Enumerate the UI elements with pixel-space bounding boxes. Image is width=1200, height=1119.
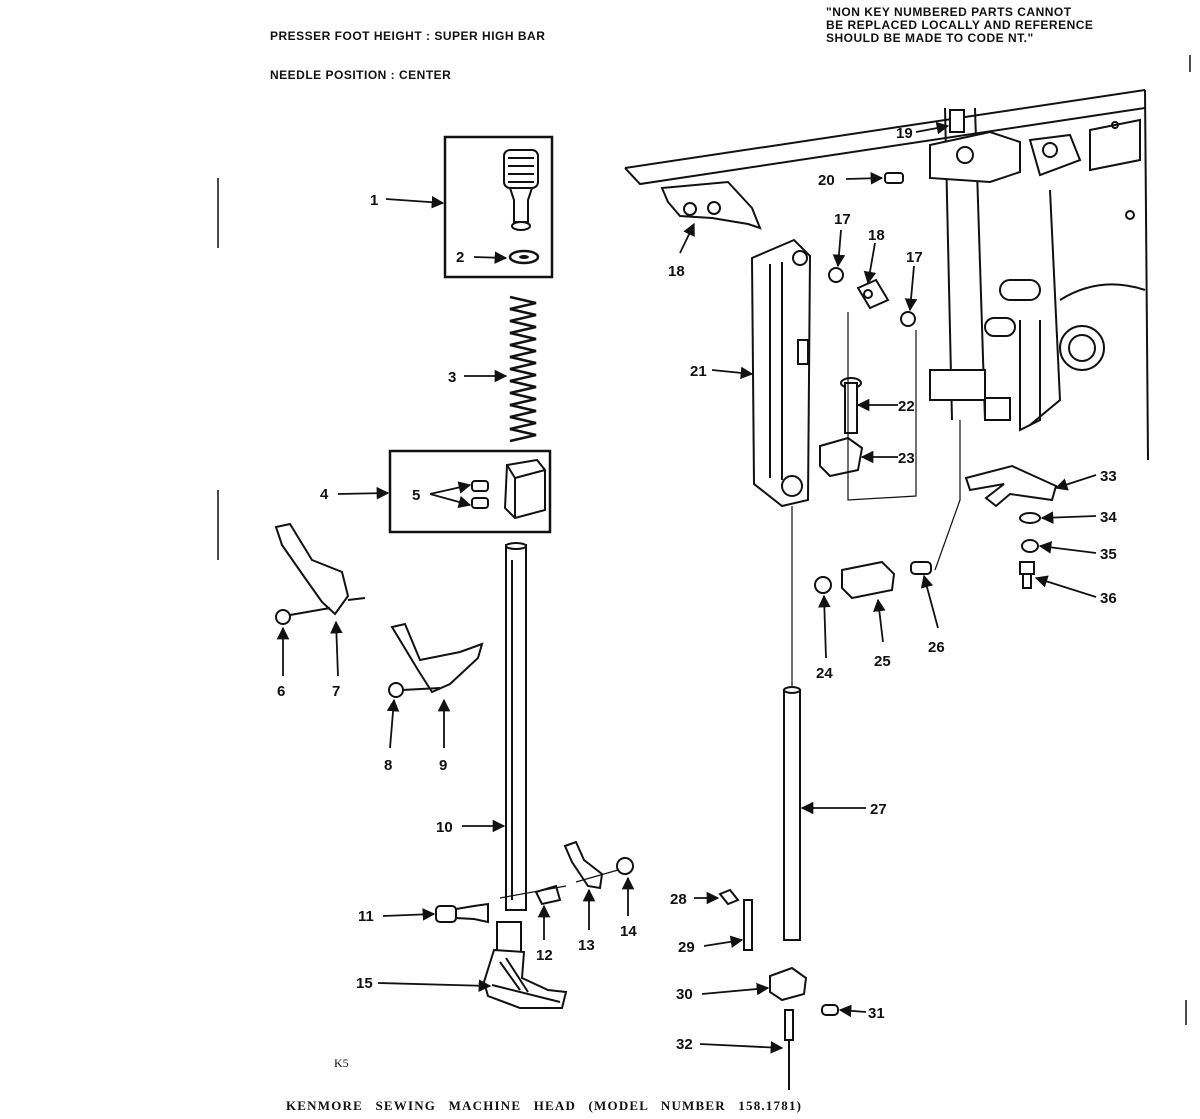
washer-35 xyxy=(1021,539,1039,553)
lever-13 xyxy=(563,840,604,890)
link-18 xyxy=(856,278,890,310)
presser-bar xyxy=(505,542,527,911)
callout-17-left: 17 xyxy=(834,211,851,228)
callout-31: 31 xyxy=(868,1005,885,1022)
callout-17-right: 17 xyxy=(906,249,923,266)
callout-4: 4 xyxy=(320,486,329,503)
part-box-4 xyxy=(388,449,552,534)
callout-29: 29 xyxy=(678,939,695,956)
callout-1: 1 xyxy=(370,192,378,209)
callout-10: 10 xyxy=(436,819,453,836)
nut-14 xyxy=(616,857,634,875)
callout-24: 24 xyxy=(816,665,833,682)
diagram-code: K5 xyxy=(334,1056,349,1070)
callout-25: 25 xyxy=(874,653,891,670)
callout-21: 21 xyxy=(690,363,707,380)
block-23 xyxy=(819,436,864,478)
callout-28: 28 xyxy=(670,891,687,908)
thread-guide-29 xyxy=(743,899,753,951)
callout-32: 32 xyxy=(676,1036,693,1053)
needle-bar-27 xyxy=(783,506,801,941)
lever-33 xyxy=(964,464,1058,508)
callout-12: 12 xyxy=(536,947,553,964)
callout-18-left: 18 xyxy=(668,263,685,280)
callout-15: 15 xyxy=(356,975,373,992)
callout-22: 22 xyxy=(898,398,915,415)
callout-19: 19 xyxy=(896,125,913,142)
needle-bar-bracket xyxy=(929,109,1082,184)
washer-34 xyxy=(1019,512,1041,524)
callout-34: 34 xyxy=(1100,509,1117,526)
leader-arrows xyxy=(276,121,1097,1054)
callout-23: 23 xyxy=(898,450,915,467)
screw-36 xyxy=(1019,561,1035,589)
needle-32 xyxy=(784,1009,794,1090)
non-key-parts-note: "NON KEY NUMBERED PARTS CANNOT BE REPLAC… xyxy=(826,5,1094,45)
callout-35: 35 xyxy=(1100,546,1117,563)
screw-26 xyxy=(910,561,932,575)
lifter-lever-upper xyxy=(274,522,366,625)
callout-14: 14 xyxy=(620,923,637,940)
diagram-title: KENMORE SEWING MACHINE HEAD (MODEL NUMBE… xyxy=(286,1098,803,1113)
callout-27: 27 xyxy=(870,801,887,818)
lifter-lever-lower xyxy=(388,622,484,698)
callout-36: 36 xyxy=(1100,590,1117,607)
thumb-screw-11 xyxy=(435,902,489,924)
set-screw-20 xyxy=(884,172,904,184)
scan-edge-marks xyxy=(217,55,1191,1025)
callout-33: 33 xyxy=(1100,468,1117,485)
callout-26: 26 xyxy=(928,639,945,656)
callout-20: 20 xyxy=(818,172,835,189)
callout-11: 11 xyxy=(358,908,374,925)
callout-30: 30 xyxy=(676,986,693,1003)
screw-28 xyxy=(718,888,740,906)
needle-clamp-30 xyxy=(769,966,808,1002)
e-ring-17a xyxy=(828,267,844,283)
callout-9: 9 xyxy=(439,757,447,774)
needle-bar-frame-21 xyxy=(750,238,812,508)
needle-position-text: NEEDLE POSITION : CENTER xyxy=(270,68,452,82)
callout-labels: 1 2 3 4 5 6 7 8 9 10 11 12 13 14 15 18 1… xyxy=(277,125,1117,1053)
presser-foot-height-text: PRESSER FOOT HEIGHT : SUPER HIGH BAR xyxy=(270,29,546,43)
screw-31 xyxy=(821,1004,839,1016)
part-box-1 xyxy=(443,135,554,279)
callout-6: 6 xyxy=(277,683,285,700)
presser-foot xyxy=(482,921,568,1009)
presser-bar-cap xyxy=(503,149,539,231)
callout-13: 13 xyxy=(578,937,595,954)
callout-8: 8 xyxy=(384,757,392,774)
bracket-18 xyxy=(660,180,762,230)
header-left: PRESSER FOOT HEIGHT : SUPER HIGH BAR NEE… xyxy=(270,4,545,95)
callout-5: 5 xyxy=(412,487,420,504)
presser-spring xyxy=(509,295,537,443)
machine-head-casting xyxy=(624,89,1149,461)
nut-24 xyxy=(814,576,832,594)
presser-bar-guide xyxy=(471,458,546,520)
callout-18-right: 18 xyxy=(868,227,885,244)
e-ring-17b xyxy=(900,311,916,327)
callout-2: 2 xyxy=(456,249,464,266)
block-25 xyxy=(841,560,896,600)
callout-3: 3 xyxy=(448,369,456,386)
callout-7: 7 xyxy=(332,683,340,700)
